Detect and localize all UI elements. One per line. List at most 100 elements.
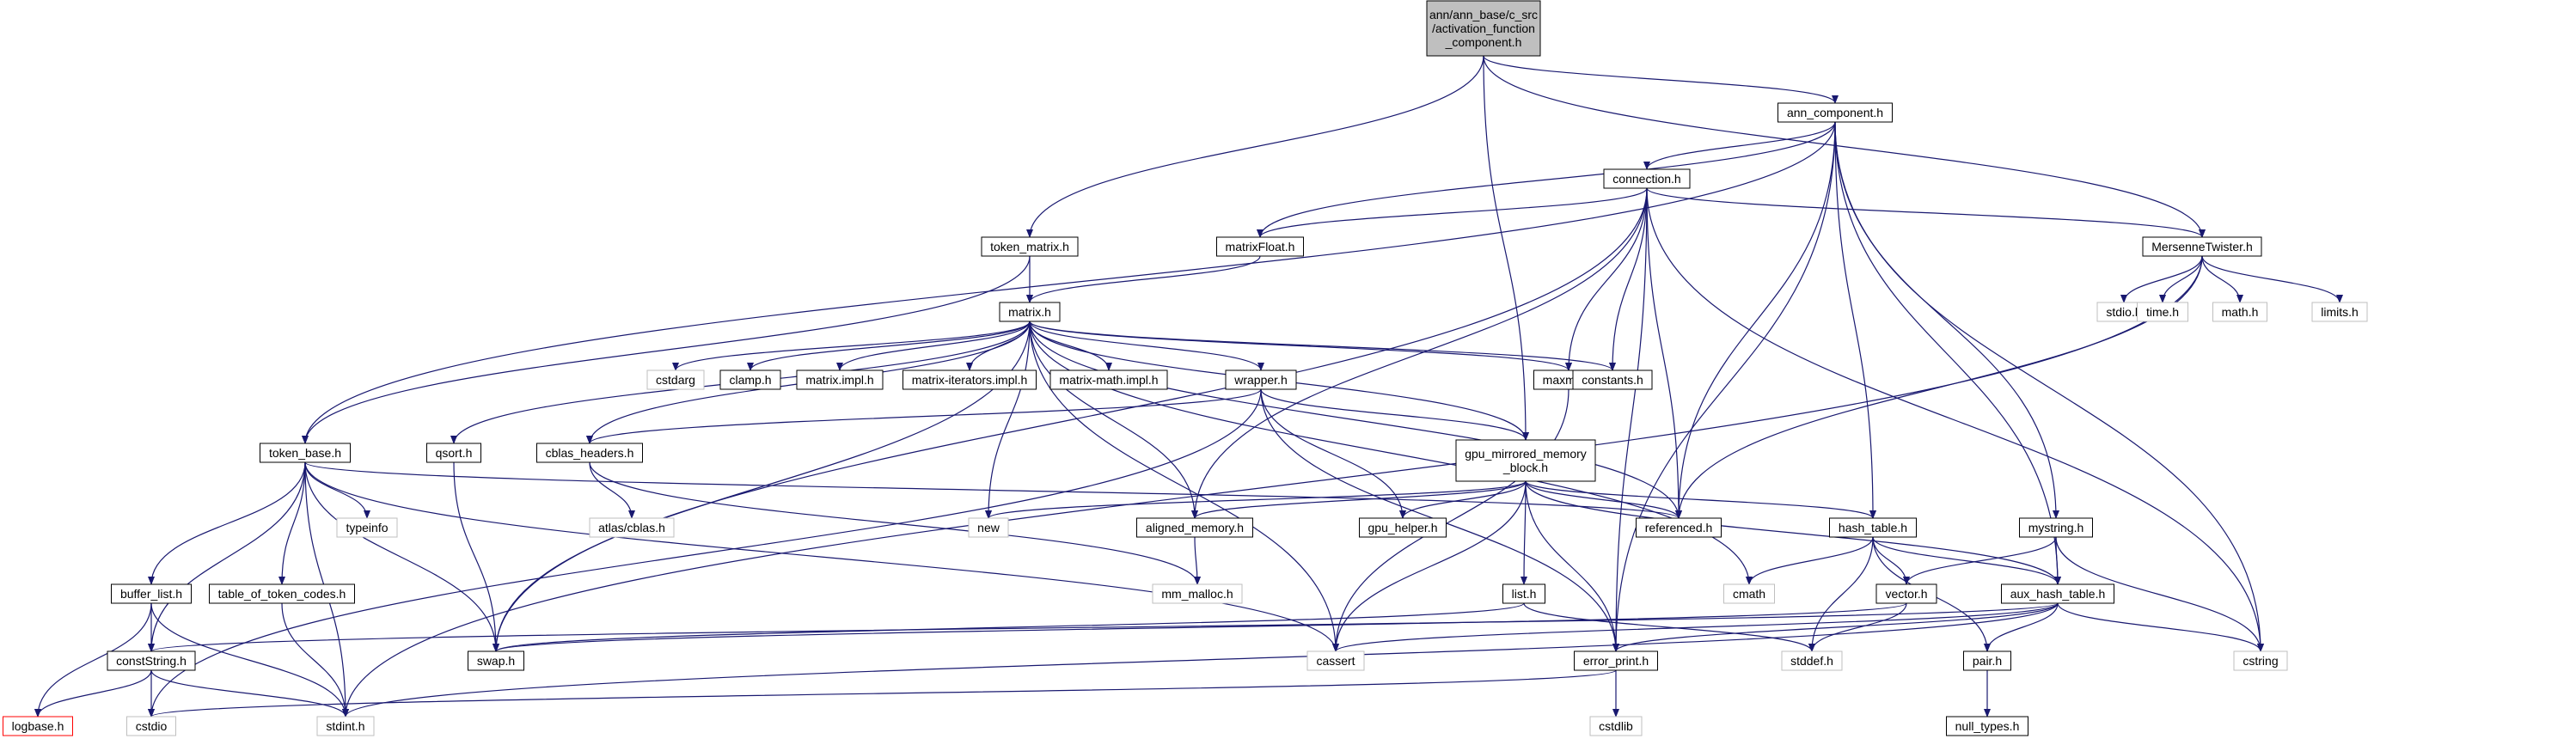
- node-logbase[interactable]: logbase.h: [3, 716, 73, 736]
- node-label: atlas/cblas.h: [598, 521, 665, 534]
- node-box: [903, 369, 1037, 390]
- node-box: [1829, 517, 1917, 538]
- node-gpu-mirrored[interactable]: gpu_mirrored_memory_block.h: [1455, 439, 1596, 482]
- edge-aligned-memory-to-mm-malloc: [1193, 536, 1201, 585]
- edge-mersennetwister-to-limits: [2201, 255, 2343, 303]
- node-constants[interactable]: constants.h: [1572, 369, 1653, 390]
- edge-connection-to-mersennetwister: [1646, 187, 2206, 238]
- edge-mystring-to-vector: [1903, 536, 2057, 585]
- edge-wrapper-to-cstdio: [148, 388, 1262, 718]
- node-time: time.h: [2137, 302, 2188, 322]
- node-label: null_types.h: [1955, 719, 2020, 733]
- node-label: constants.h: [1582, 373, 1643, 387]
- edge-error-print-to-cstdio: [148, 669, 1617, 718]
- edge-connection-to-referenced: [1646, 187, 1682, 519]
- node-swap[interactable]: swap.h: [468, 650, 524, 671]
- edge-buffer-list-to-logbase: [34, 602, 152, 718]
- node-box: [336, 517, 398, 538]
- node-box: [1136, 517, 1253, 538]
- node-cblas-headers[interactable]: cblas_headers.h: [536, 443, 643, 463]
- node-label: gpu_helper.h: [1368, 521, 1438, 534]
- node-label: wrapper.h: [1233, 373, 1287, 387]
- node-list[interactable]: list.h: [1502, 583, 1545, 604]
- node-box: [536, 443, 643, 463]
- node-matrix-impl[interactable]: matrix.impl.h: [796, 369, 884, 390]
- node-hash-table[interactable]: hash_table.h: [1829, 517, 1917, 538]
- node-ann-component[interactable]: ann_component.h: [1778, 102, 1893, 123]
- node-conststring[interactable]: constString.h: [107, 650, 196, 671]
- node-vector[interactable]: vector.h: [1875, 583, 1937, 604]
- node-cstdlib: cstdlib: [1589, 716, 1643, 736]
- node-token-matrix[interactable]: token_matrix.h: [981, 236, 1079, 257]
- edge-connection-to-matrixfloat: [1257, 187, 1648, 238]
- node-connection[interactable]: connection.h: [1603, 168, 1691, 189]
- node-box: [1636, 517, 1722, 538]
- edge-ann-component-to-cstring: [1834, 121, 2264, 652]
- node-label: stdint.h: [326, 719, 364, 733]
- node-box: [796, 369, 884, 390]
- edge-gpu-mirrored-to-new: [985, 480, 1527, 519]
- edge-wrapper-to-gpu-mirrored: [1260, 388, 1529, 441]
- node-box: [1946, 716, 2028, 736]
- node-limits: limits.h: [2311, 302, 2368, 322]
- node-label: token_matrix.h: [990, 240, 1069, 253]
- node-box: [1455, 439, 1596, 482]
- edge-table-of-token-codes-to-stdint: [281, 602, 349, 718]
- node-label: cassert: [1316, 654, 1355, 668]
- node-aligned-memory[interactable]: aligned_memory.h: [1136, 517, 1253, 538]
- node-math: math.h: [2212, 302, 2267, 322]
- node-label: matrix-iterators.impl.h: [912, 373, 1028, 387]
- node-label: stdio.h: [2106, 305, 2141, 319]
- node-qsort[interactable]: qsort.h: [426, 443, 481, 463]
- node-mersennetwister[interactable]: MersenneTwister.h: [2142, 236, 2262, 257]
- edge-token-base-to-cassert: [304, 461, 1339, 652]
- node-box: [426, 443, 481, 463]
- node-token-base[interactable]: token_base.h: [260, 443, 351, 463]
- node-mystring[interactable]: mystring.h: [2019, 517, 2093, 538]
- node-matrix[interactable]: matrix.h: [999, 302, 1061, 322]
- node-box: [1603, 168, 1691, 189]
- node-label: _component.h: [1445, 35, 1522, 49]
- edge-gpu-mirrored-to-referenced: [1525, 480, 1682, 519]
- edge-token-base-to-conststring: [148, 461, 306, 652]
- node-cassert: cassert: [1306, 650, 1365, 671]
- node-cstdarg: cstdarg: [646, 369, 705, 390]
- node-label: time.h: [2146, 305, 2179, 319]
- node-label: matrix-math.impl.h: [1059, 373, 1158, 387]
- node-label: cblas_headers.h: [546, 446, 634, 460]
- node-matrixfloat[interactable]: matrixFloat.h: [1216, 236, 1304, 257]
- node-gpu-helper[interactable]: gpu_helper.h: [1359, 517, 1447, 538]
- node-referenced[interactable]: referenced.h: [1636, 517, 1722, 538]
- node-aux-hash-table[interactable]: aux_hash_table.h: [2001, 583, 2114, 604]
- edge-gpu-mirrored-to-cassert: [1332, 480, 1527, 652]
- node-atlas: atlas/cblas.h: [589, 517, 675, 538]
- edge-matrix-to-constants: [1029, 321, 1616, 371]
- node-box: [1426, 0, 1541, 57]
- node-pair[interactable]: pair.h: [1963, 650, 2011, 671]
- node-box: [1216, 236, 1304, 257]
- node-box: [1781, 650, 1843, 671]
- node-label: ann_component.h: [1787, 106, 1883, 119]
- edge-token-base-to-referenced: [304, 461, 1682, 519]
- node-null-types[interactable]: null_types.h: [1946, 716, 2028, 736]
- edge-mystring-to-cstring: [2055, 536, 2264, 652]
- edge-connection-to-constants: [1609, 187, 1648, 371]
- node-label: cstdio: [136, 719, 168, 733]
- node-box: [126, 716, 176, 736]
- node-error-print[interactable]: error_print.h: [1574, 650, 1658, 671]
- node-box: [1875, 583, 1937, 604]
- node-matrix-iter[interactable]: matrix-iterators.impl.h: [903, 369, 1037, 390]
- node-matrix-math[interactable]: matrix-math.impl.h: [1049, 369, 1168, 390]
- node-table-of-token-codes[interactable]: table_of_token_codes.h: [209, 583, 355, 604]
- node-box: [111, 583, 192, 604]
- node-label: hash_table.h: [1839, 521, 1907, 534]
- node-label: cstring: [2243, 654, 2278, 668]
- node-box: [1049, 369, 1168, 390]
- node-label: mystring.h: [2028, 521, 2084, 534]
- node-clamp[interactable]: clamp.h: [719, 369, 781, 390]
- edge-token-base-to-swap: [304, 461, 499, 652]
- node-label: swap.h: [477, 654, 515, 668]
- node-buffer-list[interactable]: buffer_list.h: [111, 583, 192, 604]
- node-wrapper[interactable]: wrapper.h: [1225, 369, 1297, 390]
- node-root[interactable]: ann/ann_base/c_src/activation_function_c…: [1426, 0, 1541, 57]
